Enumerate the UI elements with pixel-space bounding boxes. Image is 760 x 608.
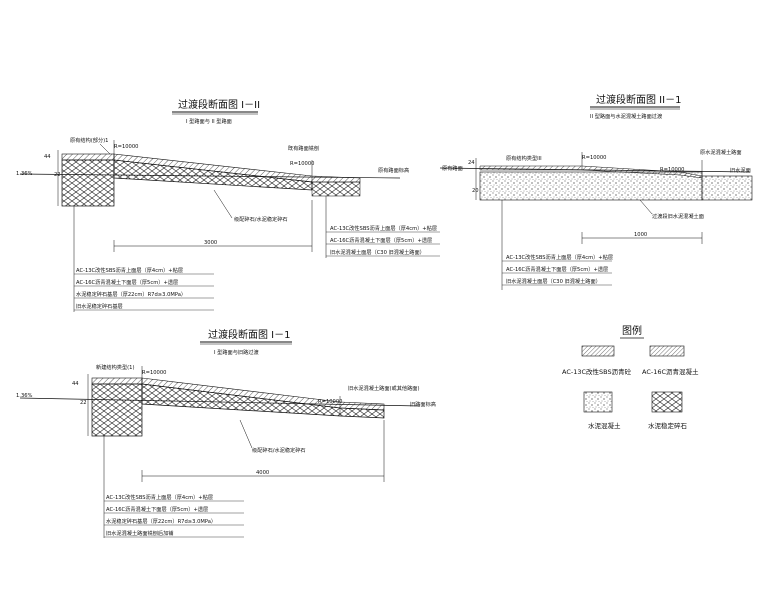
left-surface-layer — [91, 377, 143, 385]
dim-left: 44 — [44, 154, 51, 160]
legend-label: AC-16C沥青混凝土 — [642, 367, 699, 376]
legend-title: 图例 — [622, 324, 642, 337]
right-base — [311, 181, 361, 197]
layer-note: 旧水泥稳定碎石基层 — [76, 302, 123, 310]
layer-note: AC-13C改性SBS沥青上面层（厚4cm）+粘层 — [506, 253, 613, 261]
top-left-label: 原有结构类型III — [506, 154, 542, 162]
left-surface-layer — [61, 153, 115, 161]
mid-label: 级配碎石/水泥稳定碎石 — [252, 446, 306, 454]
dim-left2: 22 — [80, 400, 87, 406]
right-label: 原有路面标高 — [378, 166, 409, 174]
dim-left2: 22 — [54, 172, 61, 178]
dim-left: 24 — [468, 160, 475, 166]
layer-note-right: AC-13C改性SBS沥青上面层（厚4cm）+粘层 — [330, 224, 437, 232]
section-1-title: 过渡段断面图 I－II — [178, 98, 260, 111]
layer-note: 旧水泥混凝土面层（C30 旧混凝土路面） — [506, 277, 601, 285]
dim-left: 44 — [72, 381, 79, 387]
right-label: 旧水泥面 — [730, 166, 751, 174]
legend-swatch-gravel — [651, 391, 683, 413]
legend-swatch-ac13 — [581, 345, 615, 357]
radius-left: R=10000 — [142, 370, 166, 376]
left-base-block — [91, 383, 143, 437]
section-2-subtitle: II 型路面与水泥混凝土路面过渡 — [590, 112, 662, 120]
dim-left2: 20 — [472, 188, 479, 194]
radius-right: R=10000 — [660, 167, 684, 173]
layer-note: AC-13C改性SBS沥青上面层（厚4cm）+粘层 — [106, 493, 213, 501]
layer-note: AC-16C沥青混凝土下面层（厚5cm）+透层 — [506, 265, 608, 273]
section-1-subtitle: I 型路面与 II 型路面 — [186, 117, 232, 125]
section-3: 过渡段断面图 I－1 I 型路面与旧路过渡 新建结构类型(1) R=10000 … — [16, 328, 436, 538]
concrete-layer — [479, 171, 703, 201]
layer-note-right: 旧水泥混凝土面层（C30 旧混凝土路面） — [330, 248, 425, 256]
section-1: 过渡段断面图 I－II I 型路面与 II 型路面 原有结构(部分)1 R=10… — [16, 98, 440, 312]
right-top-label: 旧水泥混凝土路面(或其他路面) — [348, 384, 420, 392]
dim-3000: 3000 — [204, 240, 217, 246]
legend-label: AC-13C改性SBS沥青砼 — [562, 367, 632, 376]
left-level: 1.36% — [16, 171, 33, 177]
section-3-subtitle: I 型路面与旧路过渡 — [214, 348, 259, 356]
legend-swatch-concrete — [583, 391, 613, 413]
top-left-label: 原有结构(部分)1 — [70, 136, 108, 144]
layer-note: 旧水泥混凝土路面铣刨后加铺 — [106, 529, 173, 537]
radius-left: R=10000 — [114, 144, 138, 150]
legend-label: 水泥稳定碎石 — [648, 421, 688, 430]
right-label: 旧路面标高 — [410, 400, 436, 408]
slope-label: 过渡段旧水泥混凝土面 — [652, 212, 704, 220]
leader-line — [639, 199, 653, 215]
dim-4000: 4000 — [256, 470, 269, 476]
legend: 图例 AC-13C改性SBS沥青砼 AC-16C沥青混凝土 水泥混凝土 水泥稳定… — [562, 324, 699, 430]
radius-left: R=10000 — [582, 155, 606, 161]
left-level: 1.36% — [16, 393, 33, 399]
layer-note: 水泥稳定碎石基层（厚22cm）R7d≥3.0MPa） — [106, 517, 216, 525]
layer-note: AC-13C改性SBS沥青上面层（厚4cm）+粘层 — [76, 266, 183, 274]
radius-right: R=10000 — [318, 399, 342, 405]
leader-line — [239, 419, 253, 449]
section-2-title: 过渡段断面图 II－1 — [596, 93, 681, 106]
layer-note: AC-16C沥青混凝土下面层（厚5cm）+透层 — [106, 505, 208, 513]
leader-line — [213, 189, 233, 219]
section-3-title: 过渡段断面图 I－1 — [208, 328, 291, 341]
radius-right: R=10000 — [290, 161, 314, 167]
slope-label: 级配碎石/水泥稳定碎石 — [234, 215, 288, 223]
layer-note: AC-16C沥青混凝土下面层（厚5cm）+透层 — [76, 278, 178, 286]
top-left-label: 新建结构类型(1) — [96, 363, 134, 371]
legend-label: 水泥混凝土 — [588, 421, 621, 430]
right-top-label: 原水泥混凝土路面 — [700, 148, 742, 156]
left-base-block — [61, 159, 115, 207]
leader-line — [99, 143, 111, 155]
legend-swatch-ac16 — [649, 345, 685, 357]
right-concrete — [701, 175, 753, 201]
mid-label: 既有路面铣刨 — [288, 144, 319, 152]
layer-note: 水泥稳定碎石基层（厚22cm）R7d≥3.0MPa） — [76, 290, 186, 298]
left-level: 原有路面 — [442, 164, 463, 172]
dim-1000: 1000 — [634, 232, 647, 238]
section-2: 过渡段断面图 II－1 II 型路面与水泥混凝土路面过渡 原有结构类型III R… — [439, 93, 753, 290]
layer-note-right: AC-16C沥青混凝土下面层（厚5cm）+透层 — [330, 236, 432, 244]
